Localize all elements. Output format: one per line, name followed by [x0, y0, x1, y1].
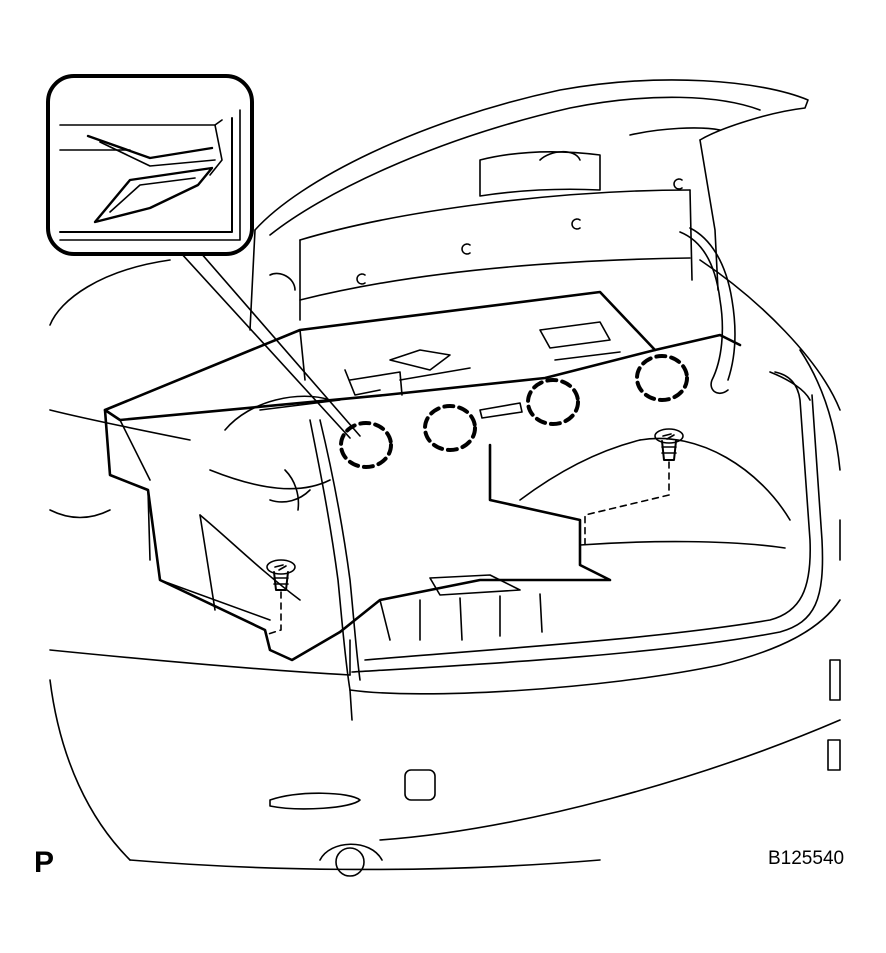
figure-code: B125540 — [768, 848, 845, 869]
clip-locations — [339, 354, 689, 469]
trunk-lid — [249, 79, 809, 691]
clip-location-4 — [635, 354, 689, 402]
view-mark: P — [34, 846, 55, 879]
push-clip-left — [264, 559, 296, 636]
trim-panel-details — [119, 321, 621, 641]
clip-location-1 — [339, 421, 393, 469]
callout-leader — [179, 251, 361, 439]
trunk-trim-cover — [103, 290, 742, 662]
push-clip-right — [584, 428, 684, 546]
trunk-opening — [351, 371, 824, 673]
clip-location-2 — [423, 404, 477, 452]
callout-frame — [46, 74, 254, 256]
clip-location-3 — [526, 378, 580, 426]
car-body — [49, 259, 841, 877]
